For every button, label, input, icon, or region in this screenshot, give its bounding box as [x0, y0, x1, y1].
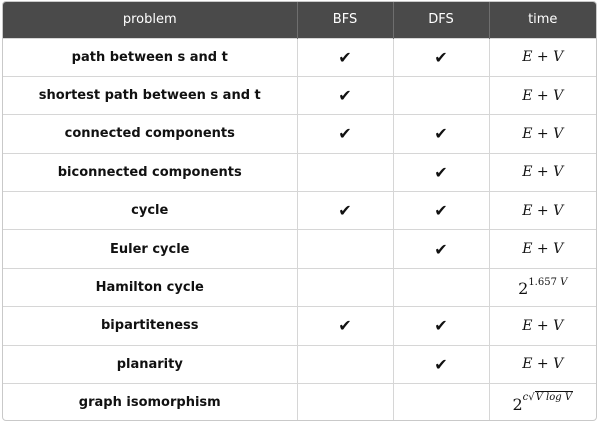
table-row: Euler cycle ✔ E + V — [3, 229, 596, 269]
bfs-check-cell — [297, 229, 394, 269]
time-base: 2 — [518, 279, 529, 299]
algorithm-comparison-table: problem BFS DFS time path between s and … — [3, 2, 596, 420]
table-body: path between s and t ✔ ✔ E + V shortest … — [3, 37, 596, 420]
time-cell: E + V — [489, 229, 596, 269]
time-cell: E + V — [489, 37, 596, 77]
dfs-check-cell: ✔ — [393, 37, 490, 77]
dfs-check-cell — [393, 383, 490, 420]
time-base: 2 — [512, 394, 523, 414]
bfs-check-cell: ✔ — [297, 191, 394, 230]
problem-cell: biconnected components — [3, 152, 298, 192]
problem-cell: planarity — [3, 344, 298, 384]
bfs-check-cell: ✔ — [297, 75, 394, 115]
header-row: problem BFS DFS time — [3, 2, 596, 38]
time-exponent: 1.657 V — [528, 277, 567, 288]
bfs-check-cell — [297, 383, 394, 420]
dfs-check-cell — [393, 267, 490, 307]
table-row: graph isomorphism 2c√V log V — [3, 383, 596, 420]
bfs-check-cell — [297, 152, 394, 192]
header-bfs: BFS — [297, 2, 394, 38]
bfs-check-cell — [297, 267, 394, 307]
problem-cell: cycle — [3, 191, 298, 230]
time-exponent: c√V log V — [522, 390, 574, 403]
time-cell: E + V — [489, 114, 596, 154]
dfs-check-cell: ✔ — [393, 152, 490, 192]
sqrt-icon: √ — [528, 391, 535, 403]
problem-cell: bipartiteness — [3, 306, 298, 346]
time-cell: E + V — [489, 191, 596, 230]
problem-cell: graph isomorphism — [3, 383, 298, 420]
header-problem: problem — [3, 2, 298, 38]
time-cell: E + V — [489, 306, 596, 346]
dfs-check-cell: ✔ — [393, 191, 490, 230]
exponent-variable: V — [560, 277, 568, 289]
table-header: problem BFS DFS time — [3, 2, 596, 38]
problem-cell: shortest path between s and t — [3, 75, 298, 115]
dfs-check-cell: ✔ — [393, 306, 490, 346]
time-cell: E + V — [489, 75, 596, 115]
dfs-check-cell: ✔ — [393, 344, 490, 384]
dfs-check-cell: ✔ — [393, 229, 490, 269]
header-dfs: DFS — [393, 2, 490, 38]
table-row: shortest path between s and t ✔ E + V — [3, 75, 596, 115]
exponent-constant: c — [522, 391, 529, 403]
table-row: biconnected components ✔ E + V — [3, 152, 596, 192]
dfs-check-cell: ✔ — [393, 114, 490, 154]
exponent-number: 1.657 — [528, 277, 557, 289]
time-cell: 2c√V log V — [489, 383, 596, 420]
table-row: Hamilton cycle 21.657 V — [3, 267, 596, 307]
time-cell: E + V — [489, 344, 596, 384]
bfs-check-cell: ✔ — [297, 114, 394, 154]
problem-cell: Hamilton cycle — [3, 267, 298, 307]
table-row: path between s and t ✔ ✔ E + V — [3, 37, 596, 77]
table-row: cycle ✔ ✔ E + V — [3, 191, 596, 230]
problem-cell: Euler cycle — [3, 229, 298, 269]
problem-cell: connected components — [3, 114, 298, 154]
bfs-check-cell: ✔ — [297, 306, 394, 346]
table-row: connected components ✔ ✔ E + V — [3, 114, 596, 154]
time-cell: E + V — [489, 152, 596, 192]
dfs-check-cell — [393, 75, 490, 115]
time-cell: 21.657 V — [489, 267, 596, 307]
exponent-radicand: V log V — [534, 390, 574, 403]
bfs-check-cell: ✔ — [297, 37, 394, 77]
table-row: bipartiteness ✔ ✔ E + V — [3, 306, 596, 346]
header-time: time — [489, 2, 596, 38]
table-row: planarity ✔ E + V — [3, 344, 596, 384]
bfs-check-cell — [297, 344, 394, 384]
problem-cell: path between s and t — [3, 37, 298, 77]
